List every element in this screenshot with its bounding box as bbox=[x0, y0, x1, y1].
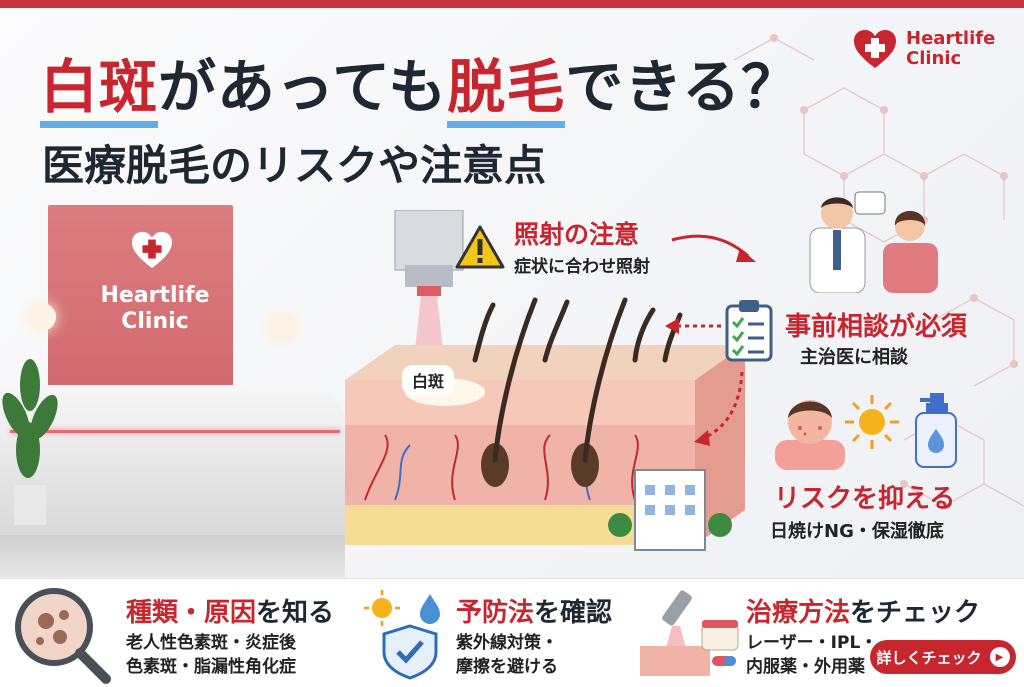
page-title: 白斑があっても脱毛できる？ bbox=[40, 40, 801, 128]
card-prevention-line2: 摩擦を避ける bbox=[456, 657, 558, 677]
card-title-rest: を知る bbox=[256, 598, 335, 628]
magnifier-icon bbox=[15, 588, 111, 684]
ceiling-lamp bbox=[268, 313, 296, 341]
consultation-title: 事前相談が必須 bbox=[785, 312, 968, 342]
title-text: があっても bbox=[158, 53, 448, 121]
sun-icon bbox=[845, 395, 899, 449]
lotion-bottle-icon bbox=[915, 393, 957, 468]
card-prevention-title: 予防法を確認 bbox=[456, 592, 612, 629]
shield-sun-icon bbox=[364, 590, 440, 680]
doctor-consultation-icon bbox=[809, 191, 938, 293]
clinic-interior-illustration: Heartlife Clinic bbox=[0, 195, 345, 580]
warning-subtitle: 症状に合わせ照射 bbox=[514, 257, 650, 277]
heart-cross-icon bbox=[132, 231, 172, 269]
card-types-title: 種類・原因を知る bbox=[126, 592, 334, 629]
logo-name-line1: Heartlife bbox=[906, 28, 996, 49]
check-details-label: 詳しくチェック bbox=[876, 648, 982, 667]
card-types-line1: 老人性色素斑・炎症後 bbox=[126, 633, 296, 653]
logo-name-line2: Clinic bbox=[906, 48, 962, 69]
laser-device-icon bbox=[394, 210, 464, 296]
page-subtitle: 医療脱毛のリスクや注意点 bbox=[42, 141, 547, 190]
card-treatment-title: 治療方法をチェック bbox=[746, 592, 980, 629]
dotted-arrow-icon bbox=[665, 318, 723, 334]
clipboard-icon bbox=[725, 300, 773, 362]
floor bbox=[0, 535, 345, 580]
risk-title: リスクを抑える bbox=[774, 484, 956, 514]
clinic-logo: Heartlife Clinic bbox=[852, 28, 996, 70]
card-title-keyword: 種類・原因 bbox=[126, 598, 257, 628]
card-types-line2: 色素斑・脂漏性角化症 bbox=[126, 657, 296, 677]
wall-logo-line1: Heartlife bbox=[100, 283, 210, 308]
plant-icon bbox=[2, 359, 58, 525]
title-keyword-vitiligo: 白斑 bbox=[40, 53, 159, 128]
bottom-panel bbox=[0, 578, 1024, 687]
dotted-arrow-icon bbox=[694, 371, 744, 446]
vitiligo-label: 白斑 bbox=[402, 365, 455, 395]
reception-counter bbox=[0, 385, 345, 535]
wall-logo-text: Heartlife Clinic bbox=[100, 283, 210, 335]
treatment-tools-icon bbox=[640, 590, 739, 676]
title-keyword-hair-removal: 脱毛 bbox=[447, 53, 566, 128]
arrow-icon bbox=[671, 234, 756, 262]
card-title-rest: を確認 bbox=[534, 598, 613, 628]
top-accent-bar bbox=[0, 0, 1024, 8]
warning-title: 照射の注意 bbox=[514, 220, 640, 249]
card-title-rest: をチェック bbox=[850, 598, 981, 628]
consultation-subtitle: 主治医に相談 bbox=[800, 347, 908, 368]
heart-cross-icon bbox=[854, 30, 896, 68]
risk-subtitle: 日焼けNG・保湿徹底 bbox=[770, 521, 944, 542]
play-icon: ▶ bbox=[989, 647, 1010, 667]
check-details-button[interactable]: 詳しくチェック ▶ bbox=[870, 640, 1016, 674]
warning-icon bbox=[455, 225, 505, 269]
card-title-keyword: 治療方法 bbox=[746, 598, 851, 628]
title-text-end: できる？ bbox=[565, 53, 801, 121]
card-treatment-line2: 内服薬・外用薬 bbox=[746, 657, 865, 677]
wall-logo-line2: Clinic bbox=[121, 309, 189, 334]
card-title-keyword: 予防法 bbox=[456, 598, 535, 628]
ceiling-lamp bbox=[28, 303, 56, 331]
card-prevention-line1: 紫外線対策・ bbox=[456, 633, 558, 653]
hospital-building-icon bbox=[608, 469, 732, 551]
sunburn-person-icon bbox=[775, 400, 845, 470]
counter-light-strip bbox=[10, 430, 340, 433]
card-treatment-line1: レーザー・IPL・ bbox=[746, 633, 878, 653]
